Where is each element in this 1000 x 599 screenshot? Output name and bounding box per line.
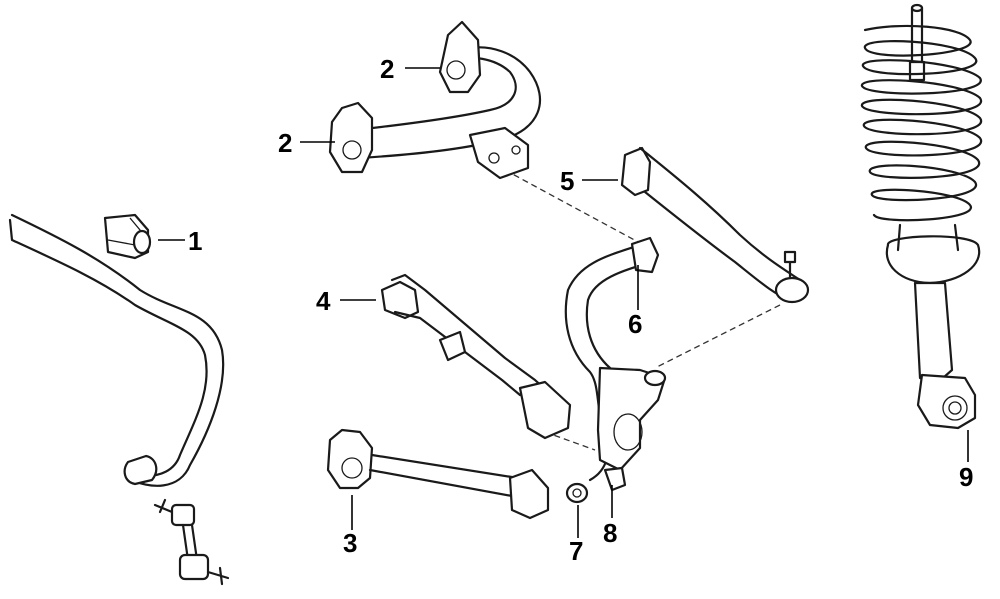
callout-6: 6 — [628, 309, 642, 339]
coil-spring-shock — [860, 3, 983, 430]
upper-control-arm — [328, 20, 542, 180]
callout-1: 1 — [188, 226, 202, 256]
leader-lines — [158, 67, 969, 538]
lower-link — [326, 428, 550, 520]
callout-5: 5 — [560, 166, 574, 196]
stabilizer-link — [153, 498, 230, 586]
control-arm — [620, 146, 810, 304]
trailing-arm — [380, 273, 572, 440]
steering-knuckle — [564, 236, 667, 504]
stabilizer-bushing — [103, 213, 152, 260]
callout-4: 4 — [316, 286, 331, 316]
callout-7: 7 — [569, 536, 583, 566]
callout-8: 8 — [603, 518, 617, 548]
callout-labels: 1 2 2 3 4 5 6 7 8 9 — [188, 54, 973, 566]
stabilizer-bar — [8, 213, 225, 487]
assembly-guide-lines — [504, 169, 781, 451]
callout-3: 3 — [343, 528, 357, 558]
callout-2a: 2 — [380, 54, 394, 84]
callout-9: 9 — [959, 462, 973, 492]
callout-2b: 2 — [278, 128, 292, 158]
